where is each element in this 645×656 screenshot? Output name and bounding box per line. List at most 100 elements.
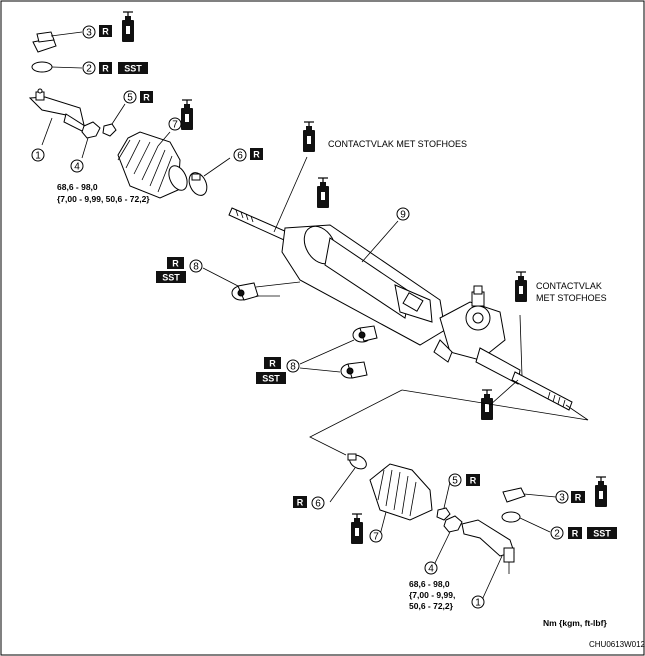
callout-5-right: 5 <box>448 473 462 487</box>
svg-text:SST: SST <box>162 273 180 283</box>
clamp-6-right <box>347 453 367 470</box>
badge-r-6-right: R <box>293 496 307 508</box>
boot-left <box>117 131 188 199</box>
callout-7-left: 7 <box>168 117 182 131</box>
grease-tube-icon <box>303 121 315 152</box>
svg-text:R: R <box>102 64 109 74</box>
grease-tubes <box>122 11 607 544</box>
svg-text:R: R <box>102 27 109 37</box>
svg-text:3: 3 <box>559 493 565 504</box>
callout-2-top-left: 2 <box>82 61 96 75</box>
callout-7-right: 7 <box>369 529 383 543</box>
svg-text:R: R <box>572 529 579 539</box>
svg-text:8: 8 <box>193 262 199 273</box>
callout-1-right: 1 <box>471 595 485 609</box>
svg-text:6: 6 <box>315 499 321 510</box>
svg-text:5: 5 <box>452 476 458 487</box>
badge-sst-8-left: SST <box>156 271 186 283</box>
grease-tube-icon <box>515 271 527 302</box>
clamp-6-left <box>188 172 208 196</box>
units-label: Nm {kgm, ft-lbf} <box>543 618 607 628</box>
svg-text:R: R <box>253 150 260 160</box>
svg-text:7: 7 <box>373 532 379 543</box>
callout-8-middle: 8 <box>286 359 300 373</box>
torque-right-line2: {7,00 - 9,99, <box>409 590 455 600</box>
locknut-left <box>81 121 101 139</box>
boot-right <box>369 463 433 521</box>
contact-area-note-right-line2: MET STOFHOES <box>536 293 607 303</box>
svg-text:SST: SST <box>262 374 280 384</box>
badge-r-8-left: R <box>167 257 184 269</box>
svg-text:7: 7 <box>172 120 178 131</box>
svg-text:8: 8 <box>290 362 296 373</box>
clip-5-right <box>436 507 451 521</box>
locknut-right <box>443 515 463 533</box>
svg-text:4: 4 <box>74 162 80 173</box>
callout-6-left: 6 <box>233 148 247 162</box>
callout-1-left: 1 <box>31 148 45 162</box>
badge-sst-8-middle: SST <box>256 372 286 384</box>
badge-r-6-left: R <box>250 148 263 160</box>
svg-text:5: 5 <box>127 93 133 104</box>
callout-2-right: 2 <box>550 526 564 540</box>
svg-text:R: R <box>297 498 304 508</box>
svg-text:2: 2 <box>86 64 92 75</box>
callout-8-left: 8 <box>189 259 203 273</box>
tie-rod-end-right <box>461 519 515 574</box>
badge-r-5-right: R <box>466 474 480 486</box>
grease-tube-icon <box>317 177 329 208</box>
badge-r-2-left: R <box>99 62 112 74</box>
bushing-8-left <box>231 282 259 301</box>
ring-2-left <box>31 61 53 73</box>
svg-text:4: 4 <box>428 564 434 575</box>
ring-2-right <box>501 511 521 523</box>
svg-text:R: R <box>470 476 477 486</box>
svg-text:SST: SST <box>593 529 611 539</box>
figure-code: CHU0613W012 <box>589 640 645 649</box>
callout-4-right: 4 <box>424 561 438 575</box>
grease-tube-icon <box>481 389 493 420</box>
badge-r-2-right: R <box>568 527 582 539</box>
badge-sst-2-right: SST <box>587 527 617 539</box>
svg-text:R: R <box>143 93 150 103</box>
torque-right-line1: 68,6 - 98,0 <box>409 579 450 589</box>
grease-tube-icon <box>595 476 607 507</box>
svg-text:R: R <box>172 259 179 269</box>
bushing-8-mid-b <box>340 361 368 379</box>
callout-3-top-left: 3 <box>82 25 96 39</box>
badge-r-3-right: R <box>571 491 585 503</box>
grease-tube-icon <box>122 11 134 42</box>
svg-text:1: 1 <box>475 598 481 609</box>
badge-r-5-left: R <box>140 91 153 103</box>
svg-text:R: R <box>269 359 276 369</box>
grease-tube-icon <box>181 99 193 130</box>
callout-6-right: 6 <box>311 496 325 510</box>
contact-area-note-top: CONTACTVLAK MET STOFHOES <box>328 139 467 149</box>
svg-text:9: 9 <box>400 210 406 221</box>
callout-9: 9 <box>396 207 410 221</box>
badge-r-8-middle: R <box>264 357 281 369</box>
tie-rod-end-left <box>28 88 89 133</box>
callout-number: 3 <box>86 28 92 39</box>
svg-text:6: 6 <box>237 151 243 162</box>
steering-rack-housing <box>228 207 573 411</box>
bushing-8-mid-a <box>352 325 378 343</box>
nut-3-left <box>32 31 57 53</box>
grease-tube-icon <box>351 513 363 544</box>
svg-text:2: 2 <box>554 529 560 540</box>
badge-sst-2-left: SST <box>118 62 148 74</box>
callout-4-left: 4 <box>70 159 84 173</box>
svg-text:1: 1 <box>35 151 41 162</box>
nut-3-right <box>502 487 526 503</box>
torque-right-line3: 50,6 - 72,2} <box>409 601 454 611</box>
svg-text:R: R <box>575 493 582 503</box>
callout-3-right: 3 <box>555 490 569 504</box>
svg-text:SST: SST <box>124 64 142 74</box>
badge-r-3-left: R <box>99 25 112 37</box>
callout-5-left: 5 <box>123 90 137 104</box>
clip-5-left <box>102 123 117 137</box>
torque-left-line2: {7,00 - 9,99, 50,6 - 72,2} <box>57 194 150 204</box>
torque-left-line1: 68,6 - 98,0 <box>57 182 98 192</box>
